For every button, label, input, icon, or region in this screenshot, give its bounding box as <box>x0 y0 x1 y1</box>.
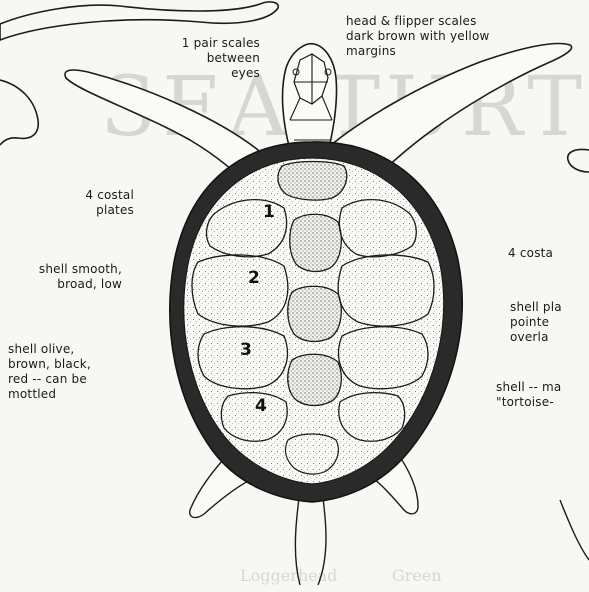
label-head-scales: 1 pair scales between eyes <box>140 36 260 81</box>
plate-number-3: 3 <box>240 340 252 360</box>
plate-number-1: 1 <box>263 202 275 222</box>
label-costal-left: 4 costal plates <box>40 188 134 218</box>
label-shell-right2: shell -- ma "tortoise- <box>496 380 561 410</box>
label-head-color: head & flipper scales dark brown with ye… <box>346 14 490 59</box>
label-shell-plates-right: shell pla pointe overla <box>510 300 562 345</box>
plate-number-2: 2 <box>248 268 260 288</box>
head <box>283 44 337 152</box>
partial-flipper-right <box>560 500 589 560</box>
partial-shell-right <box>568 149 589 172</box>
label-shell-shape: shell smooth, broad, low <box>4 262 122 292</box>
label-costal-right: 4 costa <box>508 246 553 261</box>
tail <box>295 490 326 585</box>
label-shell-color: shell olive, brown, black, red -- can be… <box>8 342 91 402</box>
partial-shell-left <box>0 80 38 145</box>
partial-flipper-topleft <box>0 2 278 40</box>
plate-number-4: 4 <box>255 396 267 416</box>
